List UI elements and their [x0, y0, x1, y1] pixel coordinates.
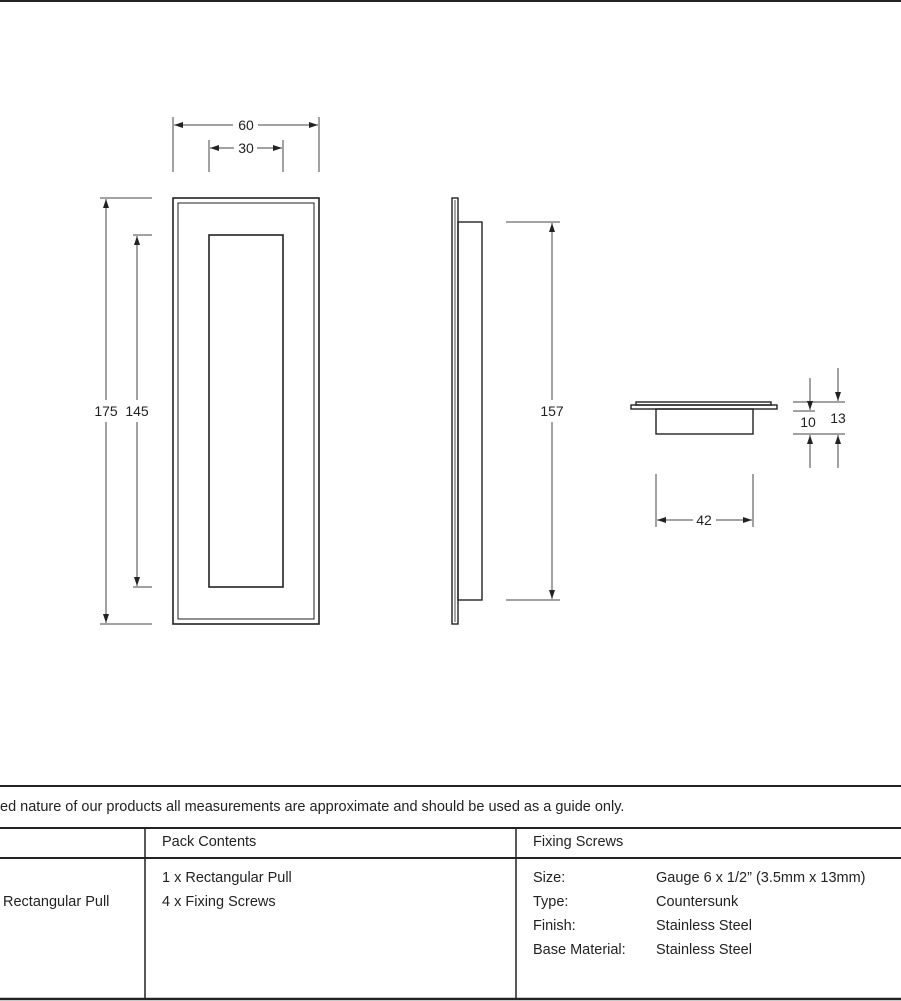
- plate-bevel: [177, 202, 315, 620]
- side-dimensions: [506, 221, 560, 601]
- dim-body-height: 157: [540, 403, 564, 419]
- header-pack-contents: Pack Contents: [162, 834, 257, 850]
- header-fixing-screws: Fixing Screws: [533, 834, 624, 850]
- screw-value: Gauge 6 x 1/2” (3.5mm x 13mm): [656, 870, 866, 886]
- side-view: [451, 197, 483, 625]
- screw-label: Base Material:: [533, 942, 626, 958]
- screw-label: Type:: [533, 894, 569, 910]
- screw-label: Finish:: [533, 918, 576, 934]
- dim-width: 60: [238, 117, 254, 133]
- screw-label: Size:: [533, 870, 566, 886]
- screw-value: Stainless Steel: [656, 918, 752, 934]
- dim-overall-depth: 13: [830, 410, 846, 426]
- screw-value: Stainless Steel: [656, 942, 752, 958]
- pack-item: 1 x Rectangular Pull: [162, 870, 292, 886]
- front-dimensions: [100, 117, 320, 625]
- outer-plate: [172, 197, 320, 625]
- spec-table-grid: [0, 785, 901, 1001]
- dim-inner-height: 145: [125, 403, 149, 419]
- end-dimensions: [655, 368, 845, 527]
- dim-height: 175: [94, 403, 118, 419]
- end-view: [630, 401, 778, 435]
- disclaimer-text: ed nature of our products all measuremen…: [0, 799, 625, 815]
- product-name: Rectangular Pull: [3, 894, 110, 910]
- front-view: [172, 197, 320, 625]
- pack-item: 4 x Fixing Screws: [162, 894, 276, 910]
- dim-inner-width: 30: [238, 140, 254, 156]
- recess-window: [208, 234, 284, 588]
- dim-length: 42: [696, 512, 712, 528]
- dim-recess-depth: 10: [800, 414, 816, 430]
- screw-value: Countersunk: [656, 894, 739, 910]
